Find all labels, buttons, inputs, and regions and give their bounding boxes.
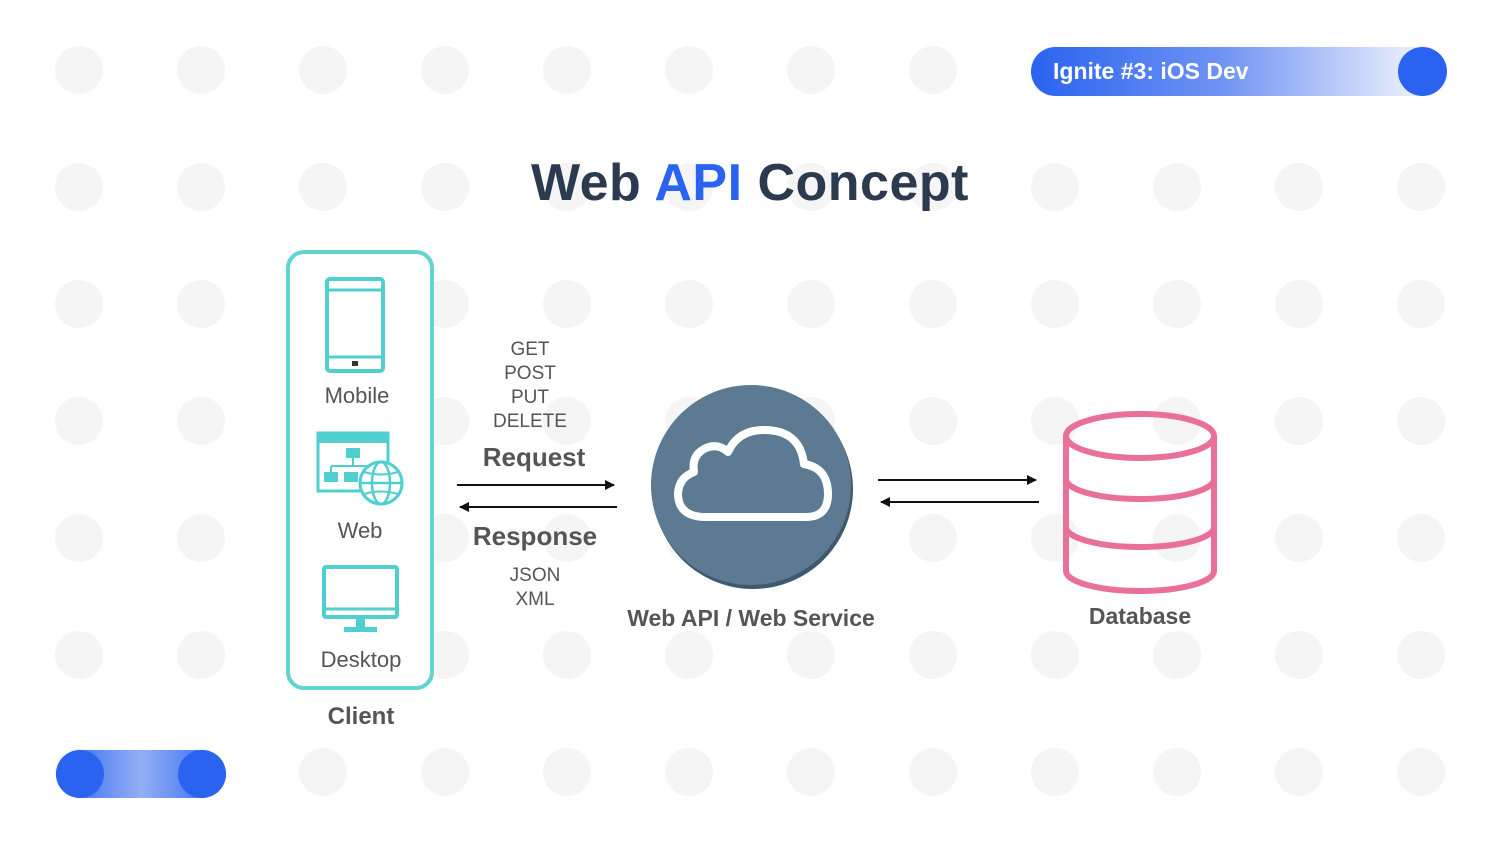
background-dot — [665, 280, 713, 328]
request-label: Request — [483, 442, 586, 472]
client-label: Client — [328, 703, 395, 730]
background-dot — [665, 163, 713, 211]
background-dot — [299, 163, 347, 211]
slide-title: Web API Concept — [0, 153, 1500, 213]
background-dot — [55, 514, 103, 562]
background-dot — [665, 46, 713, 94]
background-dot — [1031, 280, 1079, 328]
background-dot — [665, 748, 713, 796]
background-dot — [421, 748, 469, 796]
background-dot — [177, 631, 225, 679]
decorative-pill — [56, 750, 226, 798]
background-dot — [787, 631, 835, 679]
client-item-desktop: Desktop — [321, 647, 402, 672]
pill-right-dot — [178, 750, 226, 798]
background-dot — [1153, 748, 1201, 796]
background-dot — [543, 631, 591, 679]
client-item-mobile: Mobile — [325, 383, 390, 408]
background-dot — [909, 397, 957, 445]
request-method-delete: DELETE — [493, 411, 567, 432]
background-dot — [1031, 163, 1079, 211]
title-part-2: Concept — [742, 154, 969, 212]
background-dot — [543, 280, 591, 328]
cloud-icon — [651, 385, 853, 589]
background-dot — [177, 397, 225, 445]
background-dot — [55, 163, 103, 211]
title-accent: API — [654, 154, 743, 212]
background-dot — [1153, 280, 1201, 328]
session-badge: Ignite #3: iOS Dev — [1031, 47, 1447, 96]
background-dot — [1397, 514, 1445, 562]
background-dot — [55, 631, 103, 679]
background-dot — [787, 280, 835, 328]
background-dot — [299, 748, 347, 796]
client-panel: Mobile Web Desktop — [286, 250, 434, 690]
background-dot — [787, 748, 835, 796]
background-dot — [421, 46, 469, 94]
session-badge-label: Ignite #3: iOS Dev — [1053, 58, 1249, 84]
background-dot — [299, 46, 347, 94]
background-dot — [909, 514, 957, 562]
background-dot — [1397, 748, 1445, 796]
web-sitemap-globe-icon — [316, 431, 404, 506]
request-method-post: POST — [504, 363, 556, 384]
request-method-get: GET — [510, 339, 549, 360]
background-dot — [909, 46, 957, 94]
database-label: Database — [1089, 603, 1191, 629]
response-format-xml: XML — [515, 589, 554, 610]
client-item-web: Web — [338, 518, 383, 543]
background-dot — [543, 514, 591, 562]
background-dot — [1031, 514, 1079, 562]
background-dot — [909, 748, 957, 796]
background-dot — [543, 46, 591, 94]
background-dot — [177, 46, 225, 94]
background-dot — [1031, 397, 1079, 445]
background-dot — [909, 631, 957, 679]
background-dot — [1275, 631, 1323, 679]
background-dot — [1275, 748, 1323, 796]
background-dot — [421, 163, 469, 211]
badge-dot — [1398, 47, 1447, 96]
background-dot — [1275, 397, 1323, 445]
response-label: Response — [473, 521, 597, 551]
service-label: Web API / Web Service — [627, 605, 875, 631]
background-dot — [787, 46, 835, 94]
title-part-1: Web — [531, 154, 655, 212]
background-dot — [1275, 514, 1323, 562]
background-dot — [1397, 397, 1445, 445]
background-dot — [55, 397, 103, 445]
background-dot — [1275, 280, 1323, 328]
request-method-put: PUT — [511, 387, 549, 408]
background-dot — [177, 163, 225, 211]
background-dot — [787, 163, 835, 211]
background-dot — [543, 748, 591, 796]
background-dot — [665, 631, 713, 679]
background-dot — [1397, 631, 1445, 679]
background-dot — [1031, 631, 1079, 679]
background-dot — [1397, 163, 1445, 211]
background-dot — [1153, 163, 1201, 211]
background-dot — [1397, 280, 1445, 328]
background-dot — [55, 280, 103, 328]
background-dot — [1031, 748, 1079, 796]
background-dot — [909, 163, 957, 211]
pill-left-dot — [56, 750, 104, 798]
background-dot — [55, 46, 103, 94]
background-dot — [177, 514, 225, 562]
background-dot — [177, 280, 225, 328]
mobile-icon — [325, 277, 385, 373]
background-dot — [1275, 163, 1323, 211]
database-icon — [1063, 411, 1217, 594]
background-dot — [543, 397, 591, 445]
response-format-json: JSON — [510, 565, 561, 586]
desktop-monitor-icon — [322, 565, 399, 632]
background-dot — [909, 280, 957, 328]
background-dot — [1153, 631, 1201, 679]
background-dot — [543, 163, 591, 211]
